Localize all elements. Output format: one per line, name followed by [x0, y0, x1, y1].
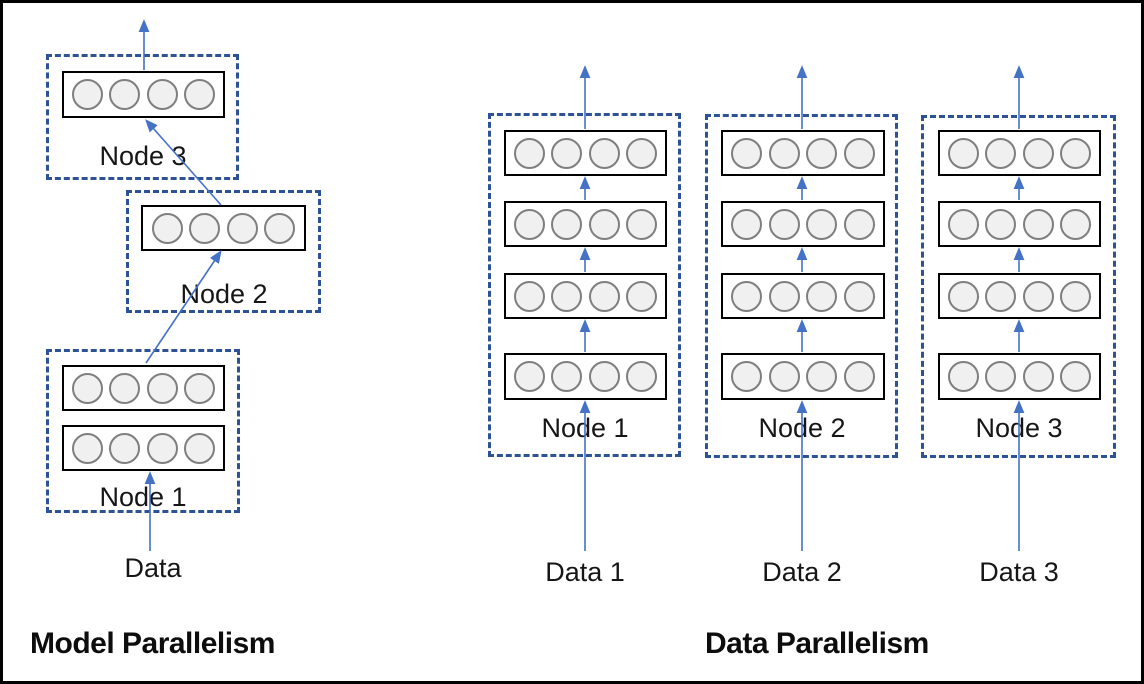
neuron-circle-icon — [109, 432, 141, 464]
neuron-circle-icon — [948, 208, 980, 240]
neuron-circle-icon — [514, 208, 546, 240]
neuron-circle-icon — [731, 361, 763, 392]
neuron-circle-icon — [768, 280, 800, 312]
neuron-circle-icon — [1022, 208, 1054, 240]
model-node2-label: Node 2 — [180, 279, 268, 309]
neuron-circle-icon — [731, 137, 763, 169]
neuron-circle-icon — [1022, 137, 1054, 169]
neuron-circle-icon — [1059, 208, 1091, 240]
neuron-circle-icon — [731, 208, 763, 240]
model-node1-label: Node 1 — [99, 482, 187, 512]
neuron-circle-icon — [843, 137, 875, 169]
neuron-circle-icon — [806, 361, 838, 392]
data-node1-layer-2 — [504, 201, 667, 247]
data1-label: Data 1 — [545, 557, 625, 587]
model-node1-boundary — [46, 349, 240, 513]
neuron-circle-icon — [72, 372, 104, 404]
model-node3-layer — [62, 71, 225, 118]
neuron-circle-icon — [768, 361, 800, 392]
neuron-circle-icon — [843, 280, 875, 312]
neuron-circle-icon — [588, 280, 620, 312]
neuron-circle-icon — [985, 208, 1017, 240]
neuron-circle-icon — [109, 372, 141, 404]
neuron-circle-icon — [731, 280, 763, 312]
neuron-circle-icon — [768, 208, 800, 240]
neuron-circle-icon — [948, 361, 980, 392]
model-node1-layer-lower — [62, 425, 225, 471]
data2-label: Data 2 — [762, 557, 842, 587]
neuron-circle-icon — [1059, 137, 1091, 169]
data-node1-layer-3 — [504, 273, 667, 319]
neuron-circle-icon — [985, 280, 1017, 312]
neuron-circle-icon — [183, 79, 215, 110]
neuron-circle-icon — [72, 79, 104, 110]
neuron-circle-icon — [588, 361, 620, 392]
data-node3-label: Node 3 — [975, 413, 1063, 443]
data-node1-layer-1 — [504, 130, 667, 176]
model-node1-layer-upper — [62, 365, 225, 411]
neuron-circle-icon — [151, 212, 183, 244]
neuron-circle-icon — [625, 361, 657, 392]
neuron-circle-icon — [985, 361, 1017, 392]
neuron-circle-icon — [551, 208, 583, 240]
data-node2-label: Node 2 — [758, 413, 846, 443]
model-data-label: Data — [124, 553, 182, 583]
neuron-circle-icon — [514, 280, 546, 312]
neuron-circle-icon — [588, 137, 620, 169]
neuron-circle-icon — [985, 137, 1017, 169]
neuron-circle-icon — [551, 137, 583, 169]
neuron-circle-icon — [183, 372, 215, 404]
neuron-circle-icon — [1022, 361, 1054, 392]
neuron-circle-icon — [514, 137, 546, 169]
neuron-circle-icon — [806, 280, 838, 312]
neuron-circle-icon — [183, 432, 215, 464]
neuron-circle-icon — [72, 432, 104, 464]
data-node3-layer-2 — [938, 201, 1101, 247]
model-node3-label: Node 3 — [99, 141, 187, 171]
neuron-circle-icon — [843, 208, 875, 240]
neuron-circle-icon — [948, 137, 980, 169]
neuron-circle-icon — [109, 79, 141, 110]
data-node2-layer-1 — [721, 130, 885, 176]
neuron-circle-icon — [514, 361, 546, 392]
neuron-circle-icon — [806, 208, 838, 240]
neuron-circle-icon — [264, 212, 296, 244]
neuron-circle-icon — [843, 361, 875, 392]
neuron-circle-icon — [1022, 280, 1054, 312]
neuron-circle-icon — [146, 432, 178, 464]
model-node3-boundary — [46, 54, 239, 180]
data-node1-layer-4 — [504, 353, 667, 400]
neuron-circle-icon — [625, 137, 657, 169]
neuron-circle-icon — [1059, 361, 1091, 392]
neuron-circle-icon — [189, 212, 221, 244]
neuron-circle-icon — [625, 280, 657, 312]
model-parallelism-title: Model Parallelism — [30, 627, 275, 660]
data3-label: Data 3 — [979, 557, 1059, 587]
neuron-circle-icon — [551, 361, 583, 392]
neuron-circle-icon — [146, 372, 178, 404]
data-node2-layer-2 — [721, 201, 885, 247]
data-parallelism-title: Data Parallelism — [705, 627, 929, 660]
model-node2-boundary — [126, 190, 321, 313]
neuron-circle-icon — [768, 137, 800, 169]
data-node1-label: Node 1 — [541, 413, 629, 443]
neuron-circle-icon — [551, 280, 583, 312]
neuron-circle-icon — [625, 208, 657, 240]
neuron-circle-icon — [1059, 280, 1091, 312]
data-node3-layer-4 — [938, 353, 1101, 400]
neuron-circle-icon — [146, 79, 178, 110]
data-node2-layer-4 — [721, 353, 885, 400]
model-node2-layer — [141, 205, 306, 251]
neuron-circle-icon — [948, 280, 980, 312]
neuron-circle-icon — [588, 208, 620, 240]
data-node3-layer-3 — [938, 273, 1101, 319]
neuron-circle-icon — [226, 212, 258, 244]
data-node3-layer-1 — [938, 130, 1101, 176]
neuron-circle-icon — [806, 137, 838, 169]
data-node2-layer-3 — [721, 273, 885, 319]
